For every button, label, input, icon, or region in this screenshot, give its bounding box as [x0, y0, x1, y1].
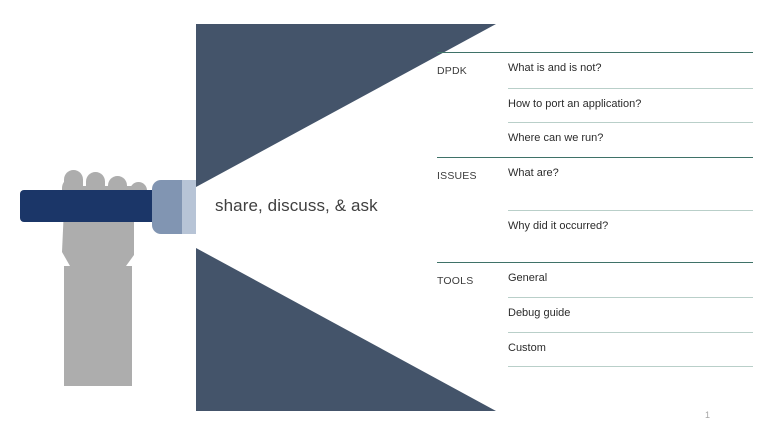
sound-cone-arrow — [196, 24, 496, 411]
agenda-item[interactable]: What are? — [508, 158, 753, 210]
agenda-item[interactable]: General — [508, 263, 753, 298]
item-divider — [508, 297, 753, 298]
agenda-item-label: What are? — [508, 166, 559, 179]
agenda-item[interactable]: Debug guide — [508, 297, 753, 332]
thumb-shape — [62, 178, 83, 218]
agenda-item[interactable]: What is and is not? — [508, 53, 753, 88]
item-divider — [508, 122, 753, 123]
agenda-item-label: How to port an application? — [508, 97, 642, 110]
agenda-item[interactable]: Why did it occurred? — [508, 209, 753, 262]
agenda-group-issues: ISSUES What are? Why did it occurred? — [437, 156, 753, 262]
item-divider — [508, 87, 753, 89]
item-divider — [508, 366, 753, 367]
agenda-item[interactable]: Custom — [508, 331, 753, 367]
agenda-item-label: Where can we run? — [508, 132, 604, 144]
forearm-shape — [64, 266, 132, 386]
agenda-item-label: General — [508, 271, 548, 284]
agenda-item-label: Why did it occurred? — [508, 219, 609, 232]
agenda-group-dpdk: DPDK What is and is not? How to port an … — [437, 52, 753, 157]
agenda-item-label: Custom — [508, 341, 546, 354]
group-rule — [437, 52, 753, 53]
page-number: 1 — [704, 410, 710, 420]
finger-3-shape — [108, 176, 127, 214]
cone-upper-triangle — [196, 24, 496, 187]
fist-shape — [62, 186, 134, 266]
finger-2-shape — [86, 172, 105, 214]
megaphone-cone — [152, 180, 196, 234]
megaphone-cone-highlight — [182, 180, 196, 234]
item-divider — [508, 331, 753, 333]
agenda-item-label: What is and is not? — [508, 62, 602, 74]
finger-4-shape — [130, 182, 147, 214]
agenda-item[interactable]: How to port an application? — [508, 87, 753, 123]
agenda-item[interactable]: Where can we run? — [508, 122, 753, 157]
group-rule — [437, 261, 753, 263]
group-rule — [437, 156, 753, 158]
agenda-group-label: TOOLS — [437, 274, 474, 287]
agenda-group-label: DPDK — [437, 65, 467, 77]
agenda-list-end — [508, 366, 753, 367]
item-divider — [508, 209, 753, 211]
agenda-group-label: ISSUES — [437, 169, 477, 182]
finger-1-shape — [64, 170, 83, 214]
page-title: share, discuss, & ask — [215, 196, 378, 215]
cone-lower-triangle — [196, 248, 496, 411]
agenda-group-tools: TOOLS General Debug guide Custom — [437, 261, 753, 367]
megaphone-handle — [20, 190, 161, 222]
agenda-list: DPDK What is and is not? How to port an … — [437, 52, 753, 367]
agenda-item-label: Debug guide — [508, 307, 571, 319]
